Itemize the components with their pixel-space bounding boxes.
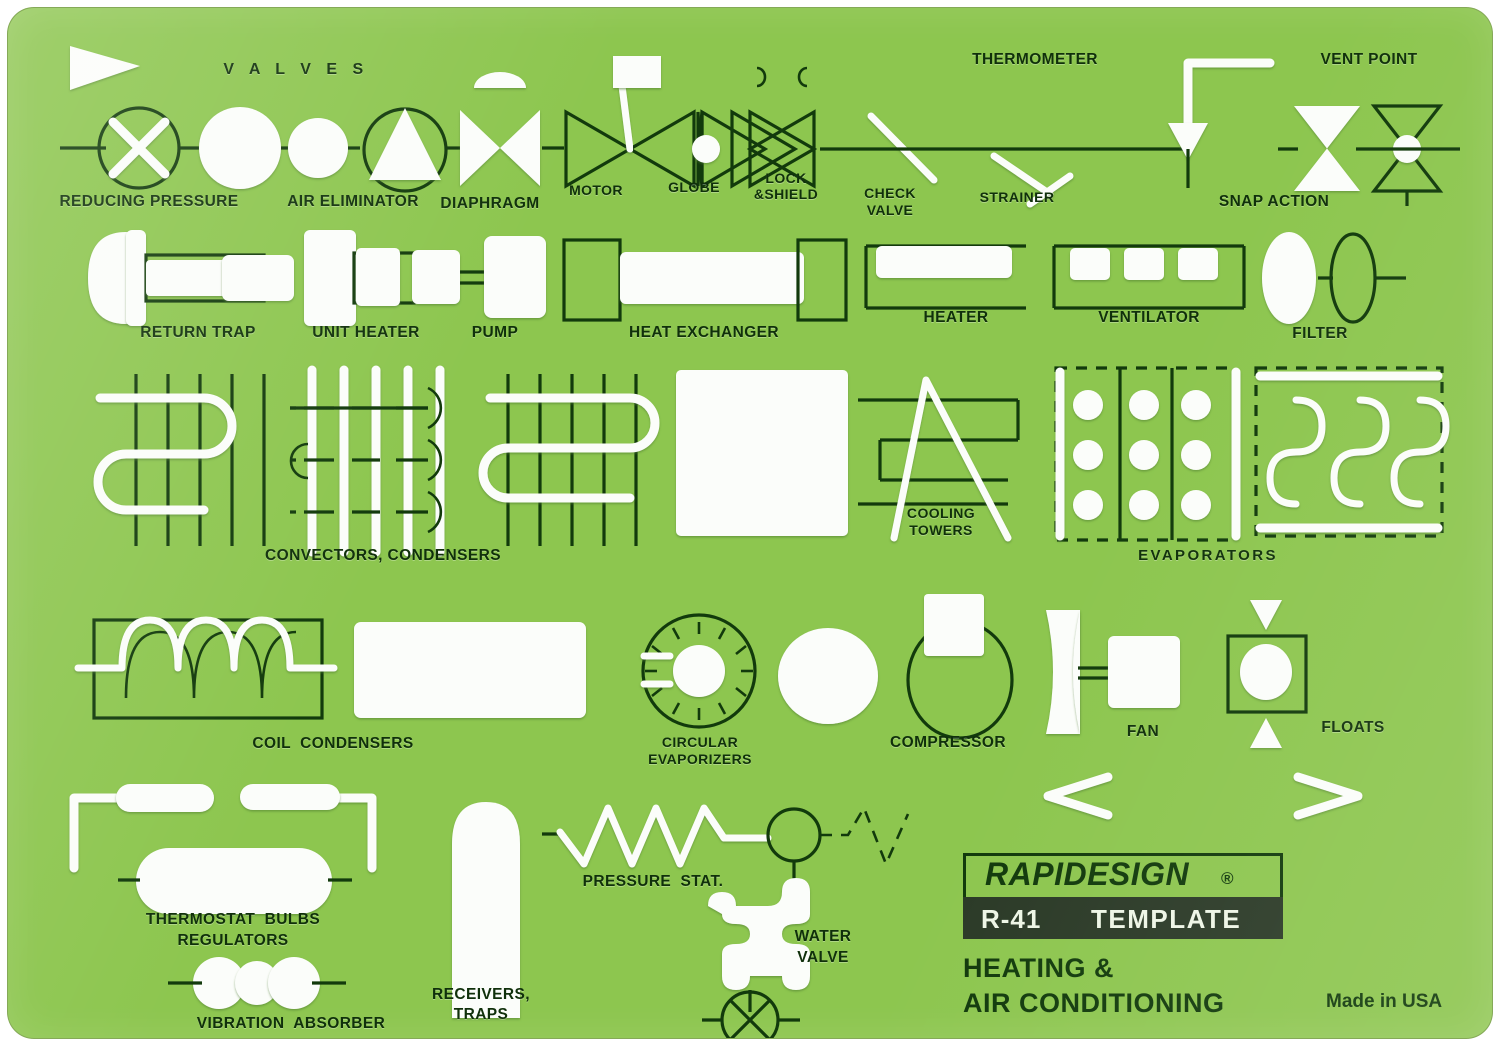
filter-symbol (1262, 232, 1406, 324)
label-snap-action: SNAP ACTION (1218, 193, 1330, 210)
label-receivers-line1: RECEIVERS, (432, 986, 530, 1003)
label-evaporators: EVAPORATORS (1138, 547, 1278, 564)
convector-condenser-c-symbol (478, 374, 660, 546)
label-vibration-absorber: VIBRATION ABSORBER (196, 1015, 386, 1032)
label-thermometer: THERMOMETER (972, 51, 1098, 68)
ventilator-symbol (1052, 244, 1246, 310)
label-fan: FAN (1126, 723, 1160, 740)
label-compressor: COMPRESSOR (890, 734, 1006, 751)
pressure-stat-symbol (542, 804, 910, 895)
label-heat-exchanger: HEAT EXCHANGER (629, 324, 779, 341)
snap-action-outline-valve-symbol (1356, 104, 1460, 210)
double-arrow-symbol (1043, 772, 1363, 820)
float-symbol (1226, 572, 1308, 774)
label-receivers-line2: TRAPS (453, 1006, 509, 1023)
label-circular-evaporizers-line1: CIRCULAR (661, 734, 739, 750)
receivers-traps-symbol (452, 802, 520, 1018)
label-pressure-stat: PRESSURE STAT. (582, 873, 724, 890)
label-cooling-towers-line2: TOWERS (909, 522, 973, 538)
heat-exchanger-symbol (562, 238, 848, 322)
brand-registered-mark: ® (1221, 869, 1235, 888)
large-rect-block-symbol (354, 622, 586, 718)
label-globe: GLOBE (668, 179, 720, 195)
label-check-valve-line1: CHECK (864, 185, 916, 201)
thermostat-bulb-left-symbol (69, 784, 214, 873)
evaporator-tubes-symbol (1054, 366, 1241, 542)
label-lock-and-shield-line2: &SHIELD (753, 186, 819, 202)
reducing-pressure-valve-symbol (97, 106, 181, 190)
diaphragm-valve-symbol (460, 72, 540, 186)
label-cooling-towers-line1: COOLING (906, 505, 976, 521)
label-pump: PUMP (471, 324, 519, 341)
convector-condenser-a-symbol (93, 374, 266, 546)
air-eliminator-symbol (362, 107, 448, 193)
medium-circle-symbol (288, 118, 348, 178)
label-convectors-condensers: CONVECTORS, CONDENSERS (265, 547, 501, 564)
template-title-line2: AIR CONDITIONING (963, 988, 1225, 1018)
drafting-template-plate: V A L V E S REDUCING PRESSURE AIR ELIMIN… (8, 8, 1492, 1038)
thermometer-symbol (1113, 60, 1188, 176)
cooling-towers-symbol (858, 376, 1020, 542)
label-vent-point: VENT POINT (1320, 51, 1418, 68)
pump-symbol (460, 236, 546, 318)
return-trap-block-symbol (222, 255, 294, 301)
unit-heater-symbol (304, 230, 460, 326)
template-symbols-layer (60, 43, 1460, 1038)
evaporator-serpentine-symbol (1254, 366, 1450, 538)
label-coil-condensers: COIL CONDENSERS (252, 735, 414, 752)
label-reducing-pressure: REDUCING PRESSURE (59, 193, 239, 210)
label-strainer: STRAINER (979, 189, 1055, 205)
label-water-valve-line2: VALVE (797, 949, 849, 966)
thermostat-regulator-symbol (118, 848, 352, 914)
motor-valve-symbol (564, 56, 696, 189)
label-air-eliminator: AIR ELIMINATOR (287, 193, 419, 210)
label-return-trap: RETURN TRAP (140, 324, 256, 341)
check-valve-symbol (859, 108, 956, 190)
label-motor: MOTOR (569, 182, 623, 198)
label-check-valve-line2: VALVE (866, 202, 914, 218)
label-thermostat-bulbs: THERMOSTAT BULBS (145, 911, 321, 928)
model-number: R-41 (981, 904, 1042, 934)
section-header-valves: V A L V E S (223, 61, 369, 78)
thermostat-bulb-right-symbol (240, 784, 377, 873)
compressor-symbol (906, 594, 1014, 740)
model-box (963, 897, 1283, 939)
fan-symbol (1046, 610, 1180, 734)
template-word: TEMPLATE (1091, 904, 1242, 934)
water-valve-symbol (702, 878, 810, 1038)
convector-condenser-b-symbol (289, 365, 445, 557)
template-title-line1: HEATING & (963, 953, 1114, 983)
made-in-label: Made in USA (1326, 991, 1443, 1012)
label-circular-evaporizers-line2: EVAPORIZERS (648, 751, 752, 767)
circular-evaporizer-symbol (640, 613, 757, 729)
brand-name: RAPIDESIGN (985, 856, 1190, 892)
heater-symbol (864, 244, 1026, 310)
lock-and-shield-valve-symbol (730, 64, 818, 189)
label-heater: HEATER (923, 309, 989, 326)
large-circle-symbol (199, 107, 281, 189)
label-lock-and-shield-line1: LOCK (765, 170, 807, 186)
brand-block: RAPIDESIGN ® R-41 TEMPLATE (963, 853, 1283, 953)
label-filter: FILTER (1292, 325, 1348, 342)
label-unit-heater: UNIT HEATER (312, 324, 420, 341)
round-block-symbol (778, 628, 878, 724)
vibration-absorber-symbol (168, 957, 346, 1009)
large-square-block-symbol (676, 370, 848, 536)
coil-condenser-symbol (74, 616, 338, 720)
label-diaphragm: DIAPHRAGM (440, 195, 540, 212)
label-ventilator: VENTILATOR (1098, 309, 1200, 326)
label-water-valve-line1: WATER (794, 928, 852, 945)
label-regulators: REGULATORS (177, 932, 289, 949)
snap-action-symbol (1294, 106, 1360, 191)
label-floats: FLOATS (1321, 719, 1385, 736)
strainer-symbol (956, 118, 1113, 208)
vent-point-symbol (1168, 58, 1275, 188)
